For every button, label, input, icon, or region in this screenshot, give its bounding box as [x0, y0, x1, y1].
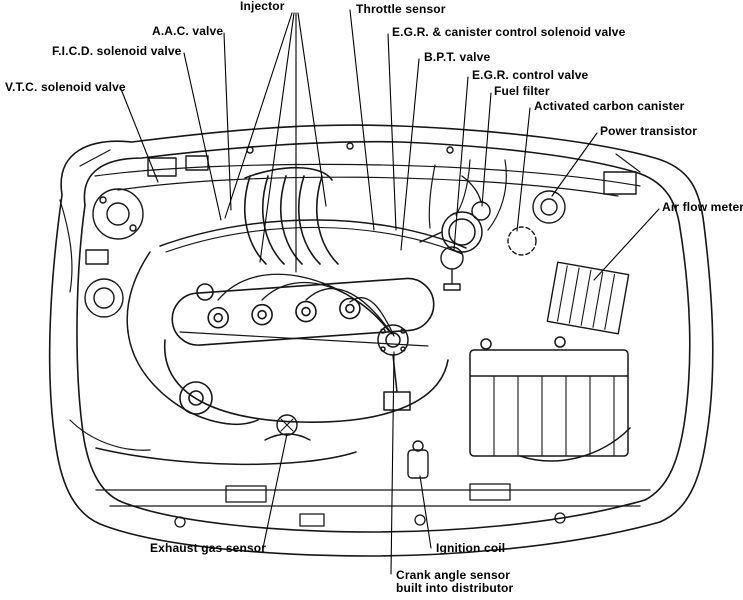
callout-vtc-solenoid-valve: V.T.C. solenoid valve	[5, 80, 126, 94]
intake-manifold-runners	[243, 166, 339, 265]
leader-injector-1	[224, 12, 293, 219]
right-fender-details	[147, 142, 637, 256]
leader-power-transistor	[551, 132, 598, 197]
battery	[469, 336, 629, 457]
engine-block	[164, 277, 449, 423]
hoses-and-harness	[69, 159, 631, 466]
leader-throttle-sensor	[349, 9, 375, 231]
air-flow-meter-part	[546, 261, 630, 335]
spark-plug-wires	[217, 273, 395, 337]
leader-lines	[120, 9, 660, 575]
callout-exhaust-gas-sensor: Exhaust gas sensor	[150, 541, 267, 555]
front-crossmember	[95, 483, 651, 528]
leader-activated-carbon-canister	[516, 107, 531, 232]
leader-bpt-valve	[400, 58, 420, 251]
egr-valve-part	[440, 246, 464, 291]
callout-throttle-sensor: Throttle sensor	[356, 2, 446, 16]
leader-fuel-filter	[481, 92, 492, 207]
callout-air-flow-meter: Air flow meter	[662, 200, 743, 214]
leader-ignition-coil	[419, 475, 432, 549]
fuel-filter-part	[461, 175, 491, 221]
leader-exhaust-gas-sensor	[262, 433, 288, 549]
callout-egr-control-valve: E.G.R. control valve	[472, 68, 589, 82]
leader-aac-valve	[223, 32, 232, 211]
leader-air-flow-meter	[593, 208, 660, 281]
exhaust-gas-sensor-part	[264, 414, 311, 441]
callout-crank-angle-sensor: Crank angle sensor built into distributo…	[396, 568, 514, 595]
leader-injector-4	[297, 12, 327, 207]
ignition-coil-part	[407, 440, 429, 479]
leader-ficd-solenoid	[183, 52, 222, 221]
callout-activated-carbon-canister: Activated carbon canister	[534, 99, 685, 113]
leader-crank-angle-sensor	[390, 351, 395, 575]
callout-power-transistor: Power transistor	[600, 124, 698, 138]
callout-ignition-coil: Ignition coil	[436, 541, 506, 555]
callout-aac-valve: A.A.C. valve	[152, 24, 224, 38]
leader-egr-canister-solenoid	[387, 33, 397, 231]
callout-fuel-filter: Fuel filter	[494, 84, 550, 98]
leader-vtc-solenoid	[120, 88, 159, 183]
callout-injector: Injector	[240, 0, 285, 13]
callout-bpt-valve: B.P.T. valve	[424, 50, 491, 64]
callout-egr-canister-solenoid: E.G.R. & canister control solenoid valve	[392, 25, 626, 39]
car-body-outline	[48, 124, 714, 557]
left-strut-tower	[84, 188, 144, 318]
leader-injector-2	[259, 12, 295, 263]
callout-ficd-solenoid-valve: F.I.C.D. solenoid valve	[52, 44, 182, 58]
leader-egr-control-valve	[453, 76, 469, 251]
